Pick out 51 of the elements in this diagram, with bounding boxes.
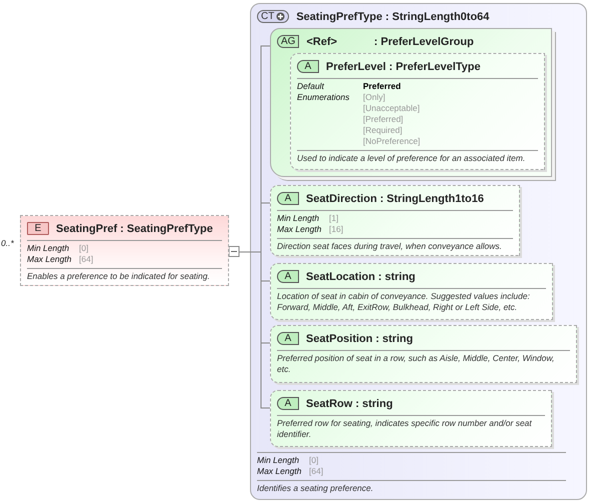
property-label: Max Length [27, 254, 72, 265]
property-value: [Only] [363, 92, 386, 103]
property-value: [0] [309, 455, 318, 466]
type-title: SeatRow : string [306, 398, 393, 410]
type-title: PreferLevel : PreferLevelType [326, 60, 480, 72]
type-title: SeatingPrefType : StringLength0to64 [296, 10, 490, 22]
type-title: : PreferLevelGroup [374, 36, 474, 48]
property-value: Preferred [363, 81, 401, 92]
type-badge: A [277, 270, 299, 283]
description-text: Preferred row for seating, indicates specific row number and/or seat identifier. [277, 418, 533, 440]
type-badge: E [27, 222, 49, 235]
type-badge: A [297, 60, 319, 73]
attribute-box [270, 185, 520, 256]
property-label: Min Length [27, 243, 70, 254]
property-value: [Unacceptable] [363, 103, 420, 114]
type-title: SeatingPref : SeatingPrefType [56, 222, 213, 234]
type-badge: A [277, 397, 299, 410]
description-text: Used to indicate a level of preference for an associated item. [297, 153, 526, 164]
property-value: [NoPreference] [363, 136, 420, 147]
property-value: [1] [329, 213, 338, 224]
type-title: SeatPosition : string [306, 332, 413, 344]
badge-label: CT [261, 11, 274, 22]
property-label: Default [297, 81, 326, 92]
property-label: Enumerations [297, 92, 350, 103]
type-badge: A [277, 332, 299, 345]
type-title: <Ref> [306, 36, 338, 48]
description-text: Enables a preference to be indicated for seating. [27, 271, 211, 282]
property-value: [Required] [363, 125, 402, 136]
property-value: [64] [309, 466, 324, 477]
type-badge: A [277, 192, 299, 205]
description-text: Direction seat faces during travel, when conveyance allows. [277, 241, 503, 252]
property-value: [16] [329, 224, 344, 235]
description-text: Preferred position of seat in a row, such as Aisle, Middle, Center, Window, etc. [277, 353, 556, 375]
property-label: Max Length [277, 224, 322, 235]
property-label: Min Length [277, 213, 320, 224]
type-title: SeatDirection : StringLength1to16 [306, 192, 484, 204]
attribute-box [270, 390, 552, 447]
type-badge: AG [277, 35, 300, 48]
property-value: [0] [79, 243, 88, 254]
description-text: Identifies a seating preference. [257, 483, 374, 494]
complex-type-box [250, 3, 587, 500]
description-text: Location of seat in cabin of conveyance. Suggested values include: Forward, Middle, Aft, ExitRow, Bulkhead, Right or Left Side, etc. [277, 291, 531, 313]
attribute-box [270, 263, 553, 320]
attribute-box [270, 325, 577, 383]
cardinality-label: 0..* [1, 238, 14, 248]
property-value: [64] [79, 254, 94, 265]
property-label: Max Length [257, 466, 302, 477]
property-label: Min Length [257, 455, 300, 466]
type-title: SeatLocation : string [306, 270, 416, 282]
property-value: [Preferred] [363, 114, 404, 125]
attribute-box [290, 53, 545, 170]
